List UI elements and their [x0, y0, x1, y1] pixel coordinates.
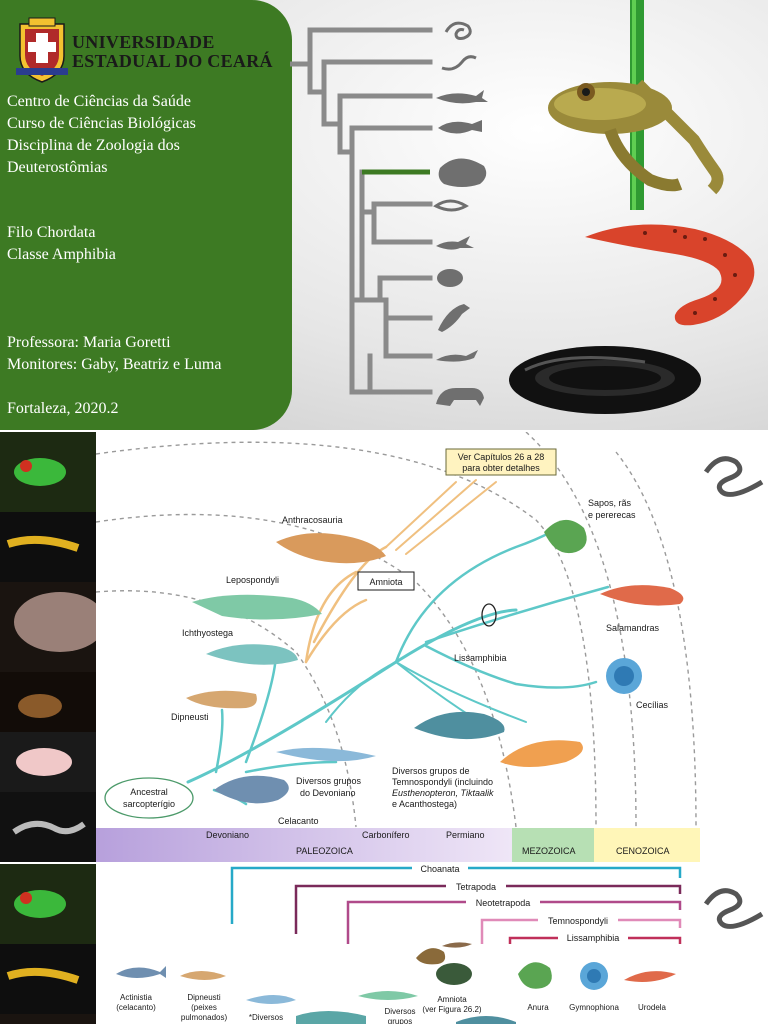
label-ancestral-line2: sarcopterígio — [123, 799, 175, 809]
label-diversos-devoniano-line1: Diversos grupos — [296, 776, 362, 786]
taxon-diversos-1: *Diversos — [249, 1013, 283, 1022]
cladogram: Choanata Tetrapoda Neotetrapoda Temnospo… — [116, 864, 682, 1024]
label-amniota: Amniota — [369, 577, 402, 587]
title-slide: UNIVERSIDADE ESTADUAL DO CEARÁ Centro de… — [0, 0, 768, 430]
class: Classe Amphibia — [7, 246, 116, 263]
thumbnail-strip-2 — [0, 864, 96, 1024]
center-name: Centro de Ciências da Saúde — [7, 93, 191, 110]
era-paleozoica — [96, 828, 512, 862]
course-info: Centro de Ciências da Saúde Curso de Ciê… — [7, 91, 196, 179]
taxon-dipneusti-line2: (peixes — [191, 1003, 217, 1012]
era-label-mezozoica: MEZOZOICA — [522, 846, 576, 856]
label-sapos-line1: Sapos, rãs — [588, 498, 632, 508]
era-label-paleozoica: PALEOZOICA — [296, 846, 353, 856]
label-dipneusti: Dipneusti — [171, 712, 209, 722]
amphibian-photos-2 — [0, 864, 96, 1024]
label-ancestral-line1: Ancestral — [130, 787, 168, 797]
label-diversos-temno-line3: Eusthenopteron, Tiktaalik — [392, 788, 494, 798]
amphibian-photos — [0, 432, 106, 862]
taxon-actinistia-line1: Actinistia — [120, 993, 153, 1002]
professor: Professora: Maria Goretti — [7, 334, 171, 351]
caecilian-silhouette-icon — [700, 432, 768, 862]
period-permiano: Permiano — [446, 830, 485, 840]
location-date: Fortaleza, 2020.2 — [7, 400, 119, 417]
label-diversos-temno-line2: Temnospondyli (incluindo — [392, 777, 493, 787]
label-celacanto: Celacanto — [278, 816, 319, 826]
taxon-anura: Anura — [527, 1003, 549, 1012]
taxon-urodela: Urodela — [638, 1003, 667, 1012]
label-diversos-devoniano-line2: do Devoniano — [300, 788, 356, 798]
clade-tetrapoda: Tetrapoda — [456, 882, 496, 892]
era-label-cenozoica: CENOZOICA — [616, 846, 670, 856]
label-diversos-temno-line4: e Acanthostega) — [392, 799, 457, 809]
cladogram-slide: Choanata Tetrapoda Neotetrapoda Temnospo… — [0, 864, 768, 1024]
phylogeny-tree — [290, 21, 488, 406]
staff-info: Professora: Maria Goretti Monitores: Gab… — [7, 332, 221, 376]
monitors: Monitores: Gaby, Beatriz e Luma — [7, 356, 222, 373]
clade-temnospondyli: Temnospondyli — [548, 916, 608, 926]
phylum: Filo Chordata — [7, 224, 96, 241]
caecilian-image — [509, 346, 701, 414]
label-diversos-temno-line1: Diversos grupos de — [392, 766, 470, 776]
discipline-line1: Disciplina de Zoologia dos — [7, 137, 180, 154]
callout-line2: para obter detalhes — [462, 463, 540, 473]
label-sapos-line2: e pererecas — [588, 510, 636, 520]
discipline-line2: Deuterostômias — [7, 159, 108, 176]
taxon-dipneusti-line1: Dipneusti — [187, 993, 221, 1002]
period-devoniano: Devoniano — [206, 830, 249, 840]
era-arc-5 — [615, 451, 697, 828]
university-name-line2: ESTADUAL DO CEARÁ — [72, 51, 273, 71]
clade-choanata: Choanata — [420, 864, 459, 874]
label-ichthyostega: Ichthyostega — [182, 628, 233, 638]
red-salamander-image — [585, 224, 755, 326]
label-salamandras: Salamandras — [606, 623, 660, 633]
era-cenozoica — [594, 828, 700, 862]
label-anthracosauria: Anthracosauria — [282, 515, 343, 525]
taxon-info: Filo Chordata Classe Amphibia — [7, 222, 116, 266]
clade-neotetrapoda: Neotetrapoda — [476, 898, 531, 908]
clade-lissamphibia: Lissamphibia — [567, 933, 620, 943]
taxon-gymnophiona: Gymnophiona — [569, 1003, 619, 1012]
tree-frog-image — [548, 0, 724, 210]
callout-line1: Ver Capítulos 26 a 28 — [458, 452, 545, 462]
caecilian-silhouette-icon-2 — [700, 864, 768, 1024]
taxon-diversos-2-line1: Diversos — [384, 1007, 415, 1016]
taxon-actinistia-line2: (celacanto) — [116, 1003, 156, 1012]
university-name-line1: UNIVERSIDADE — [72, 32, 215, 52]
university-seal-icon — [16, 17, 68, 83]
taxon-amniota-line2: (ver Figura 26.2) — [422, 1005, 481, 1014]
era-arc-1 — [96, 441, 597, 828]
period-carbonifero: Carbonífero — [362, 830, 410, 840]
taxon-amniota-line1: Amniota — [437, 995, 467, 1004]
cladogram-animals — [116, 942, 676, 1024]
taxon-diversos-2-line2: grupos — [388, 1017, 412, 1024]
era-arc-2 — [96, 513, 517, 828]
course-name: Curso de Ciências Biológicas — [7, 115, 196, 132]
label-lepospondyli: Lepospondyli — [226, 575, 279, 585]
animal-illustrations — [186, 519, 684, 804]
thumbnail-strip — [0, 432, 106, 862]
era-arc-3 — [96, 590, 357, 828]
era-mezozoica — [512, 828, 594, 862]
label-lissamphibia: Lissamphibia — [454, 653, 507, 663]
label-cecilias: Cecílias — [636, 700, 669, 710]
university-name: UNIVERSIDADE ESTADUAL DO CEARÁ — [72, 33, 273, 71]
taxon-dipneusti-line3: pulmonados) — [181, 1013, 228, 1022]
evolution-slide: Ver Capítulos 26 a 28 para obter detalhe… — [0, 432, 768, 862]
evolution-diagram: Ver Capítulos 26 a 28 para obter detalhe… — [96, 432, 700, 862]
